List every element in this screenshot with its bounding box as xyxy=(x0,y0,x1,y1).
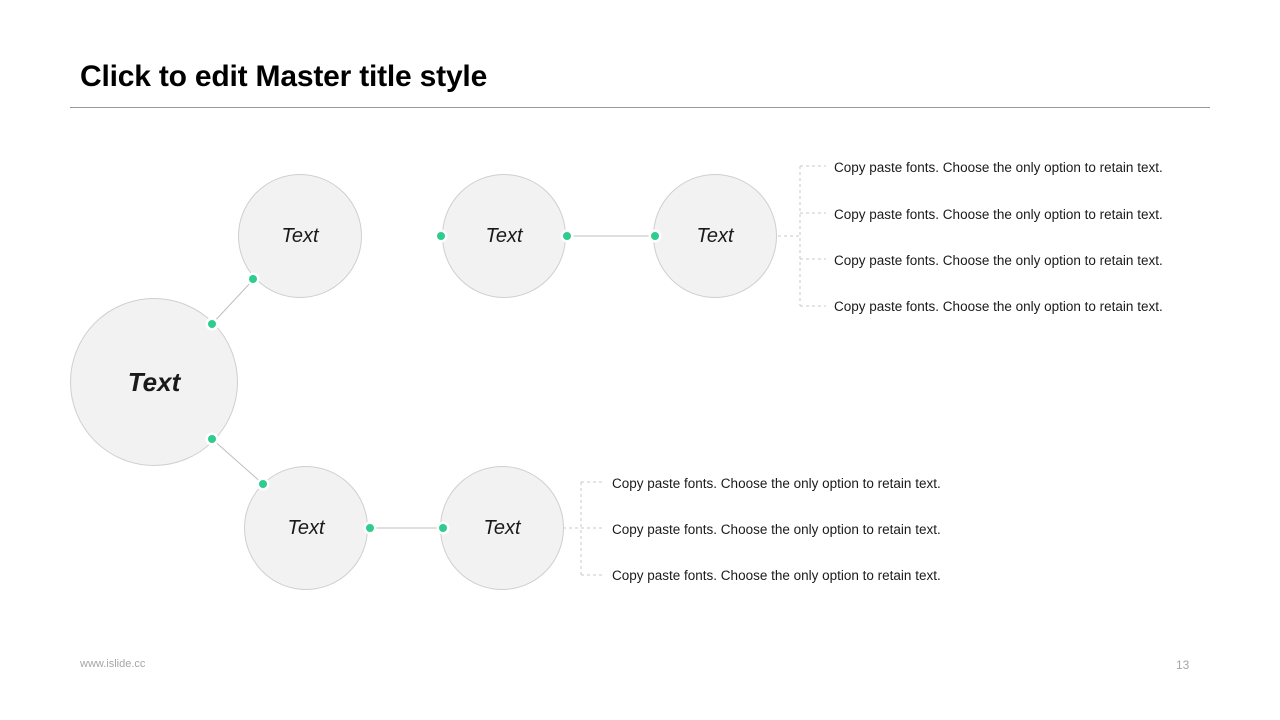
bullet-text-top-3[interactable]: Copy paste fonts. Choose the only option… xyxy=(834,253,1163,268)
diagram-node-top-1[interactable]: Text xyxy=(238,174,362,298)
diagram-node-top-3[interactable]: Text xyxy=(653,174,777,298)
connector-dot-root-top xyxy=(208,320,216,328)
page-number: 13 xyxy=(1176,658,1190,672)
bullet-text-top-4[interactable]: Copy paste fonts. Choose the only option… xyxy=(834,299,1163,314)
diagram-node-top-2-label: Text xyxy=(485,224,523,247)
diagram-node-bottom-2-label: Text xyxy=(483,516,521,539)
bullet-text-top-2[interactable]: Copy paste fonts. Choose the only option… xyxy=(834,207,1163,222)
connector-dot-top-1-out xyxy=(437,232,445,240)
connector-dot-top-1-in xyxy=(249,275,257,283)
diagram-node-root-label: Text xyxy=(127,366,181,397)
diagram-node-top-2[interactable]: Text xyxy=(442,174,566,298)
bullet-text-top-1[interactable]: Copy paste fonts. Choose the only option… xyxy=(834,160,1163,175)
title-divider xyxy=(70,107,1210,108)
connector-dot-bottom-1-in xyxy=(259,480,267,488)
diagram-node-bottom-1-label: Text xyxy=(287,516,325,539)
connector-dot-top-2-out xyxy=(563,232,571,240)
diagram-node-bottom-2[interactable]: Text xyxy=(440,466,564,590)
page-title[interactable]: Click to edit Master title style xyxy=(80,60,488,93)
connector-dot-root-bottom xyxy=(208,435,216,443)
bullet-text-bottom-1[interactable]: Copy paste fonts. Choose the only option… xyxy=(612,476,941,491)
diagram-node-top-3-label: Text xyxy=(696,224,734,247)
bullet-text-bottom-3[interactable]: Copy paste fonts. Choose the only option… xyxy=(612,568,941,583)
connector-dot-bottom-1-out xyxy=(366,524,374,532)
bullet-text-bottom-2[interactable]: Copy paste fonts. Choose the only option… xyxy=(612,522,941,537)
connector-dot-bottom-2-in xyxy=(439,524,447,532)
connector-dot-top-3-in xyxy=(651,232,659,240)
footer-url[interactable]: www.islide.cc xyxy=(80,658,146,670)
diagram-node-top-1-label: Text xyxy=(281,224,319,247)
